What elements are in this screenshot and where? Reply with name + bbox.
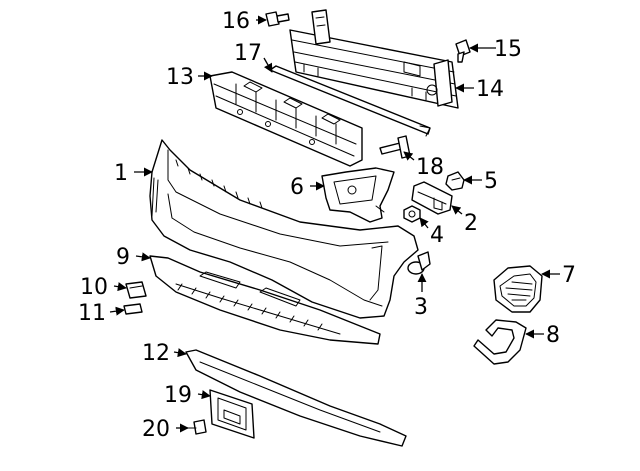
callout-14: 14 (476, 77, 504, 102)
nut-part (403, 205, 421, 223)
callout-1: 1 (114, 161, 128, 186)
side-bracket-part (321, 167, 395, 223)
callout-20: 20 (142, 417, 170, 442)
push-pin-part (379, 135, 411, 159)
clip-part (125, 281, 147, 299)
skid-plate-part (185, 349, 407, 447)
callout-19: 19 (164, 383, 192, 408)
parking-sensor-part (407, 251, 431, 275)
callout-11: 11 (78, 301, 106, 326)
lower-grille-part (149, 255, 381, 345)
callout-2: 2 (464, 211, 478, 236)
callout-15: 15 (494, 37, 522, 62)
callout-6: 6 (290, 175, 304, 200)
callout-5: 5 (484, 169, 498, 194)
callout-3: 3 (414, 295, 428, 320)
fog-lamp-grille-part (493, 265, 543, 313)
bolt-part (265, 11, 290, 27)
callout-13: 13 (166, 65, 194, 90)
energy-absorber-part (209, 71, 363, 167)
callout-10: 10 (80, 275, 108, 300)
bolt-part (455, 39, 471, 63)
callout-18: 18 (416, 155, 444, 180)
callout-8: 8 (546, 323, 560, 348)
retainer-clip-part (445, 171, 465, 191)
screw-part (187, 419, 207, 435)
bezel-trim-part (473, 319, 527, 365)
reinforcement-bar-part (289, 9, 459, 109)
callout-7: 7 (562, 263, 576, 288)
callout-9: 9 (116, 245, 130, 270)
callout-12: 12 (142, 341, 170, 366)
clip-part (123, 303, 143, 315)
callout-4: 4 (430, 223, 444, 248)
sensor-module-part (411, 181, 453, 215)
bumper-cover-part (149, 139, 419, 319)
license-bracket-part (209, 389, 255, 439)
callout-17: 17 (234, 41, 262, 66)
trim-strip-part (269, 65, 431, 137)
callout-16: 16 (222, 9, 250, 34)
callout-labels: 16 17 13 15 14 1 18 6 5 2 4 9 7 10 3 11 … (78, 9, 576, 442)
leader-lines (109, 15, 560, 433)
